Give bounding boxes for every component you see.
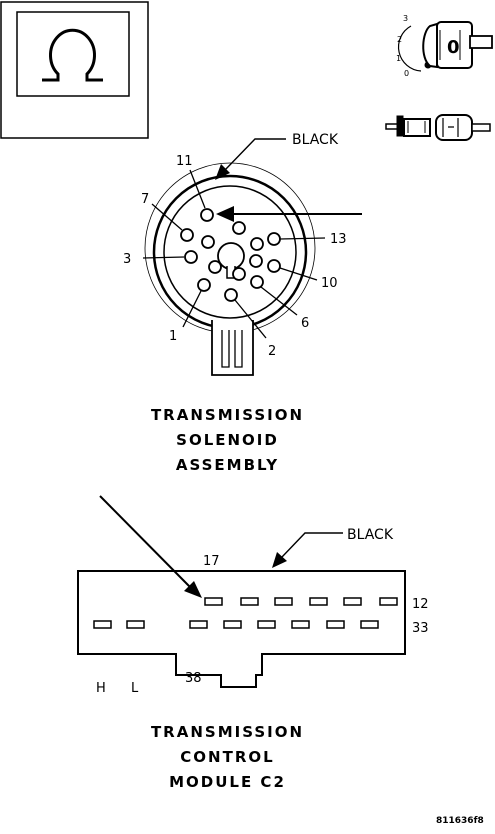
solenoid-caption: TRANSMISSION SOLENOID ASSEMBLY [0, 403, 455, 478]
tcm-pin-row-bottom [93, 620, 379, 629]
solenoid-pin-1-label: 1 [169, 329, 177, 344]
tcm-mark-h: H [96, 681, 106, 696]
tcm-pin-12-label: 12 [412, 597, 429, 612]
tcm-caption-line-3: MODULE C2 [169, 773, 286, 791]
ignition-position-0: 0 [404, 69, 409, 78]
tcm-pin-33-label: 33 [412, 621, 429, 636]
ohm-meter-icon [0, 1, 149, 139]
tcm-pin-38-label: 38 [185, 671, 202, 686]
solenoid-pin-11-label: 11 [176, 154, 193, 169]
solenoid-caption-line-3: ASSEMBLY [175, 456, 280, 474]
solenoid-color-label: BLACK [292, 132, 339, 148]
tcm-mark-l: L [131, 681, 139, 696]
solenoid-pin-2-label: 2 [268, 344, 276, 359]
figure-id: 811636f8 [436, 816, 484, 826]
solenoid-caption-line-2: SOLENOID [176, 431, 279, 449]
solenoid-pin-6-label: 6 [301, 316, 309, 331]
tcm-pin-row-top [204, 597, 398, 606]
ignition-position-3: 3 [403, 14, 408, 23]
solenoid-pin-3-label: 3 [123, 252, 131, 267]
solenoid-caption-line-1: TRANSMISSION [150, 406, 305, 424]
solenoid-connector: 11 7 13 3 10 6 1 2 BLACK [123, 132, 362, 376]
tcm-pin-17-label: 17 [203, 554, 220, 569]
ignition-key-label: 0 [447, 37, 460, 58]
ignition-position-1: 1 [396, 54, 401, 63]
tcm-caption: TRANSMISSION CONTROL MODULE C2 [0, 720, 455, 795]
tcm-caption-line-1: TRANSMISSION [150, 723, 305, 741]
disconnected-connector-icon [385, 114, 491, 141]
tcm-connector: 17 12 33 38 H L BLACK [77, 495, 429, 696]
solenoid-pin-13-label: 13 [330, 232, 347, 247]
tcm-caption-line-2: CONTROL [180, 748, 275, 766]
solenoid-pin-10-label: 10 [321, 276, 338, 291]
solenoid-pin-7-label: 7 [141, 192, 149, 207]
solenoid-pin-cavities [180, 208, 281, 302]
tcm-color-label: BLACK [347, 527, 394, 543]
ignition-key-icon: 3 2 1 0 0 [396, 14, 493, 78]
